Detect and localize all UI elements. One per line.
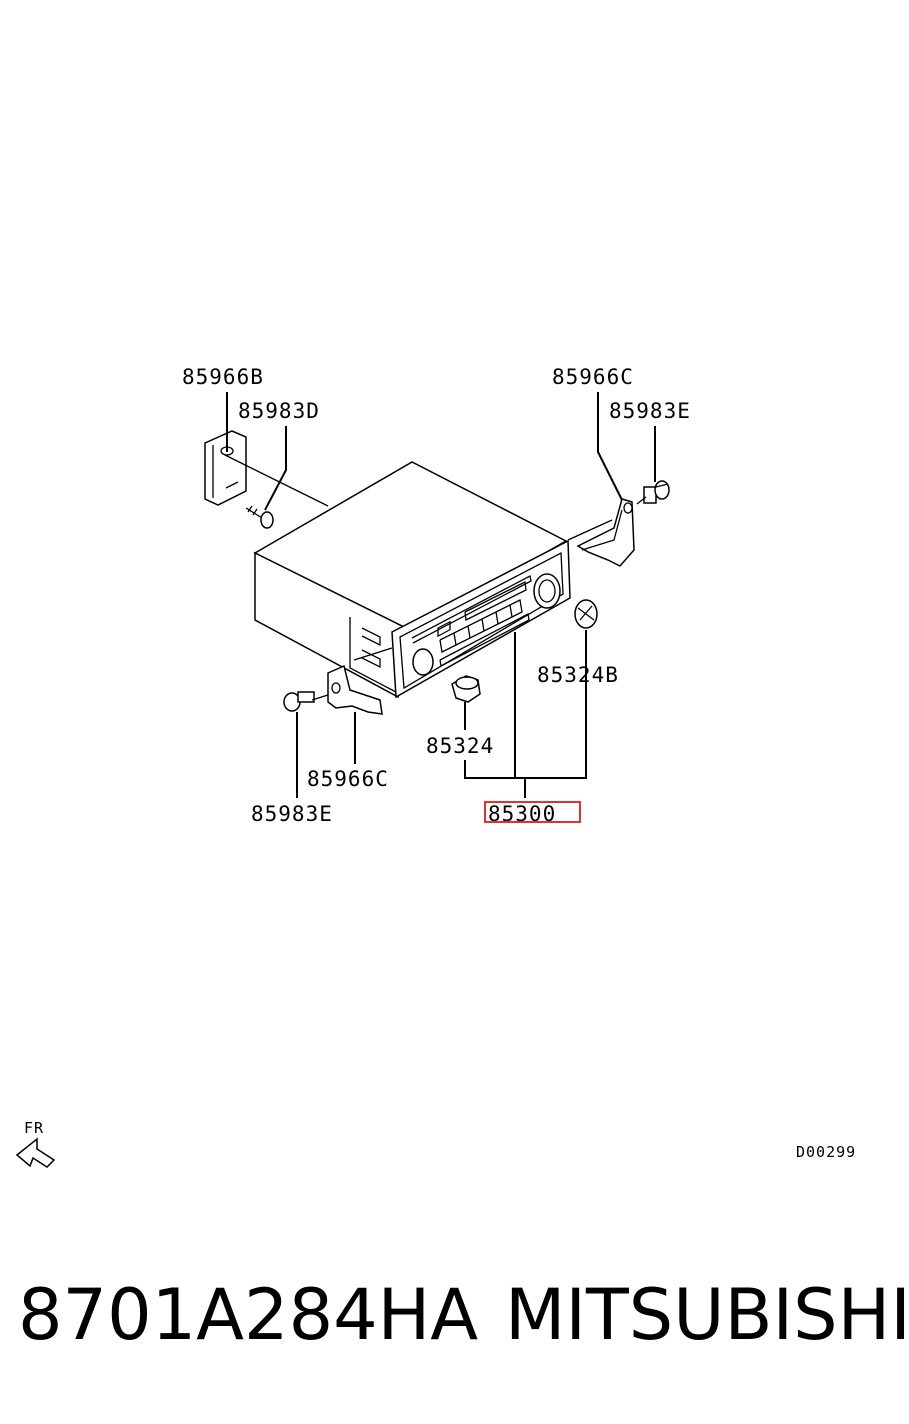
- callout-85983e-lower: 85983E: [251, 802, 333, 826]
- callout-85324b: 85324B: [537, 663, 619, 687]
- bracket-left-illustration: [204, 430, 247, 506]
- connection-lines: [224, 454, 647, 701]
- radio-unit-illustration: [253, 461, 571, 699]
- callout-85966c-upper: 85966C: [552, 365, 634, 389]
- callout-85983e-upper: 85983E: [609, 399, 691, 423]
- knob-left-illustration: [451, 675, 481, 703]
- callout-85983d: 85983D: [238, 399, 320, 423]
- front-direction-indicator: FR: [15, 1119, 56, 1168]
- callout-85324: 85324: [426, 734, 494, 758]
- knob-right-illustration: [574, 599, 598, 629]
- bolt-right-illustration: [643, 480, 670, 504]
- bracket-lower-illustration: [327, 664, 383, 715]
- part-number: 8701A284HA: [18, 1274, 479, 1356]
- bracket-right-illustration: [576, 498, 635, 567]
- bolt-lower-illustration: [283, 691, 315, 712]
- callout-85966c-lower: 85966C: [307, 767, 389, 791]
- brand-name: MITSUBISHI: [505, 1274, 909, 1356]
- diagram-code: D00299: [796, 1143, 856, 1161]
- leader-lines: [226, 392, 656, 798]
- direction-label: FR: [24, 1119, 44, 1137]
- callout-85966b: 85966B: [182, 365, 264, 389]
- assembly-highlight-box: [484, 801, 581, 823]
- screw-left-illustration: [245, 505, 274, 529]
- preset-buttons: [437, 599, 530, 667]
- front-arrow-icon: [15, 1137, 56, 1168]
